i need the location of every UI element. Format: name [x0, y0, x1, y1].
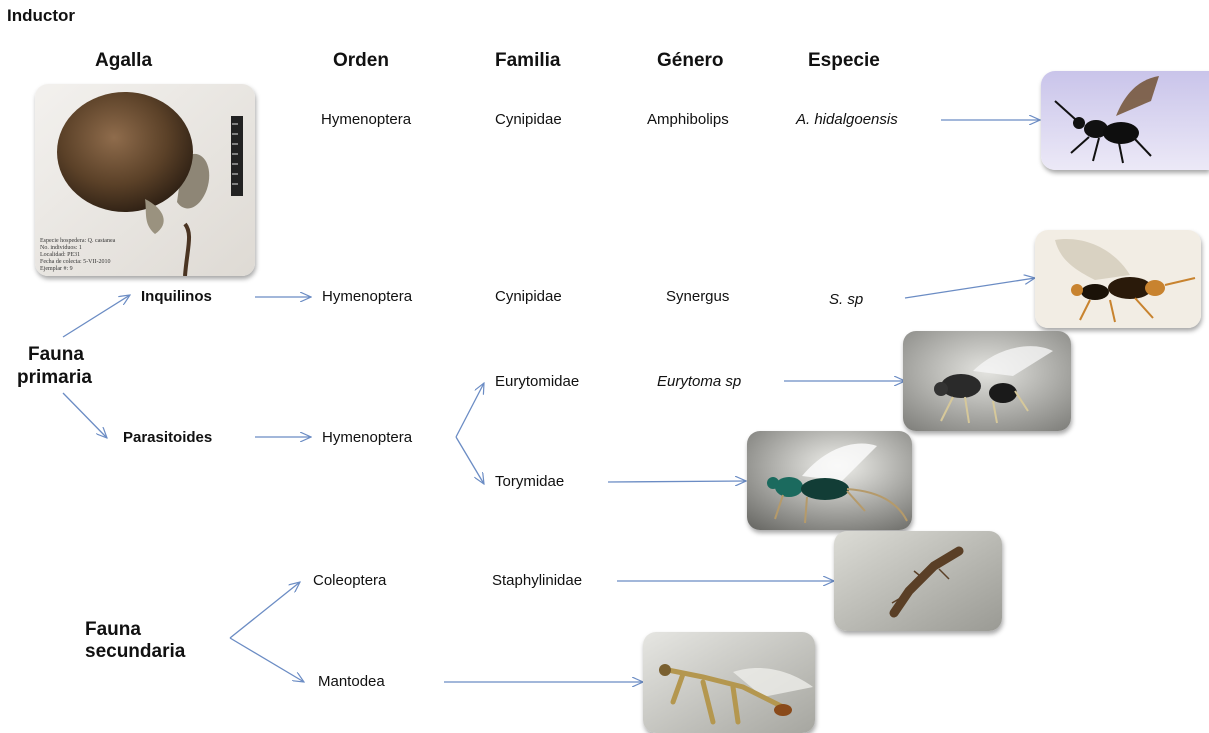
arrow-fauna-to-inquilinos [63, 295, 130, 337]
arrow-orden-to-eurytomidae [456, 383, 484, 437]
arrow-orden-to-torymidae [456, 437, 484, 484]
mantodea-photo [643, 632, 815, 733]
synergus-photo [1035, 230, 1201, 328]
arrow-torymidae-to-photo [608, 481, 746, 482]
gall-label-line: Localidad: PE31 [40, 252, 80, 258]
gall-label-line: Fecha de colecta: 5-VII-2010 [40, 259, 110, 265]
torymidae-photo [747, 431, 912, 530]
gall-photo: Especie hospedera: Q. castanea No. indiv… [35, 84, 255, 276]
arrow-synergus-to-photo [905, 278, 1035, 298]
gall-label-line: Especie hospedera: Q. castanea [40, 238, 116, 244]
gall-label-line: No. individuos: 1 [40, 245, 82, 251]
arrow-fauna-to-parasitoides [63, 393, 107, 438]
arrow-secundaria-to-mantodea [230, 638, 304, 682]
gall-label-line: Ejemplar #: 9 [40, 266, 73, 272]
arrow-secundaria-to-coleoptera [230, 582, 300, 638]
a-hidalgoensis-photo [1041, 71, 1209, 170]
staphylinidae-photo [834, 531, 1002, 631]
eurytoma-photo [903, 331, 1071, 431]
